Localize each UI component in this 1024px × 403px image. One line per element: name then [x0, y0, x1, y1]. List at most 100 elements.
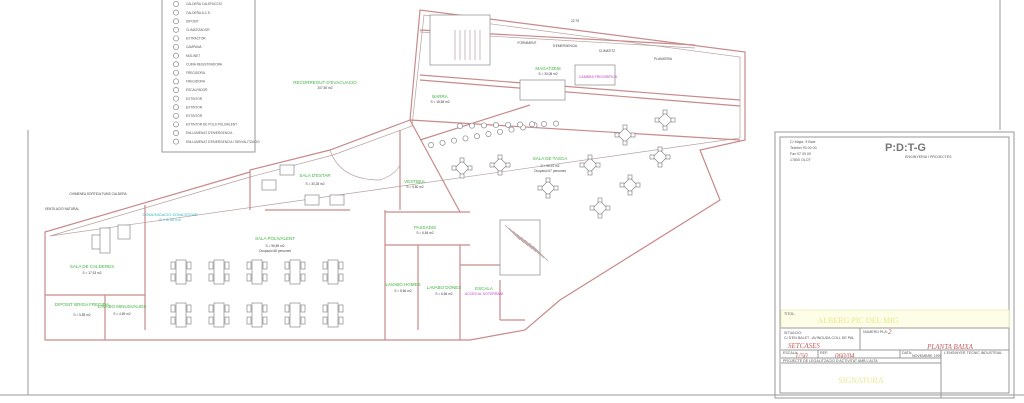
date-label: DATA: [902, 351, 912, 355]
room-area: S = 30,08 m2 [538, 72, 557, 76]
legend-item: CALDERA CALEFACCIO [186, 2, 222, 6]
room-sala-tasca: SALA DE TASCA [533, 156, 568, 161]
legend-item: EXTINTOR [186, 114, 203, 118]
ref-label: REF: [820, 351, 828, 355]
chair [622, 124, 628, 130]
legend-symbol-icon [173, 35, 179, 42]
chair [545, 193, 551, 199]
chair [170, 273, 176, 282]
bar-stool [541, 120, 547, 127]
legend-item: EXTRACTOR [186, 37, 206, 41]
chair [186, 273, 192, 282]
chair [614, 132, 620, 138]
chair [587, 154, 593, 160]
title-label: TITOL: [784, 312, 795, 316]
chair [300, 261, 306, 270]
table [582, 157, 598, 173]
legend-item: CALDERA A.C.S. [186, 11, 211, 15]
legend-symbol-icon [173, 95, 179, 102]
legend-item: EXTINTOR [186, 105, 203, 109]
chair [262, 304, 268, 313]
company-logo: P:D:T-G [885, 142, 926, 154]
bar-stool [474, 133, 480, 140]
bar-stool [481, 122, 487, 129]
chair [208, 304, 214, 313]
chair [662, 109, 668, 115]
chair [459, 173, 465, 179]
chair [497, 154, 503, 160]
stair-step [532, 245, 549, 262]
armchair [304, 194, 320, 206]
legend-symbol-icon [173, 112, 179, 119]
signature: SIGNATURA [838, 376, 884, 385]
chair [489, 162, 495, 168]
location-label: SITUACIO: [784, 331, 802, 335]
chair [246, 273, 252, 282]
chair [186, 304, 192, 313]
chair [246, 316, 252, 325]
town: SETCASES [788, 342, 820, 350]
chair [284, 316, 290, 325]
stair-step [516, 233, 533, 250]
room-lavabo-minusvalids: LAVABO MINUSVALIDS [98, 304, 147, 309]
table [657, 112, 673, 128]
chair [605, 205, 611, 211]
legend-item: FREGIDORA [186, 80, 206, 84]
chair [338, 316, 344, 325]
chair [224, 316, 230, 325]
table [622, 177, 638, 193]
bar-stool [505, 121, 511, 128]
bar-stool [439, 139, 446, 146]
chair [338, 273, 344, 282]
chair [622, 140, 628, 146]
chair [284, 304, 290, 313]
legend-item: CAMPANA [186, 45, 202, 49]
legend-symbol-icon [173, 78, 179, 85]
stair-step [524, 239, 541, 256]
room-passadis: PASSADIS [414, 225, 436, 230]
legend-item: EXTINTOR [186, 97, 203, 101]
armchair [261, 179, 277, 191]
corridor-length: 207,50 m2 [317, 86, 332, 90]
table [251, 302, 263, 328]
stair-step [504, 224, 521, 241]
legend-item: CUINA REGISTRADORA [186, 62, 223, 66]
table [175, 302, 187, 328]
legend-symbol-icon [173, 87, 179, 93]
room-area: S = 17,53 m2 [82, 271, 101, 275]
chair [657, 146, 663, 152]
scale: 1/50 [795, 352, 808, 360]
room-escala: ESCALA [475, 286, 493, 291]
chair [553, 185, 559, 191]
plan-number: 2 [888, 328, 892, 336]
bar-stool [553, 120, 559, 127]
legend-symbol-icon [173, 44, 179, 50]
room-magatzem: MAGATZEM [535, 66, 560, 71]
address-line: 17800 OLOT [790, 158, 812, 162]
wall-note: FORNIMENT [518, 41, 537, 45]
legend-item: ENLLUMENAT D'EMERGENCIA [186, 131, 233, 135]
chair [224, 261, 230, 270]
chair [170, 261, 176, 270]
chair [635, 182, 641, 188]
legend-symbol-icon [173, 26, 179, 33]
chair [597, 197, 603, 203]
bar-stool [451, 137, 457, 144]
wall-note: CLIMATITZ [599, 49, 615, 53]
boiler [117, 224, 131, 240]
room-lavabo-homes: LAVABO HOMES [385, 282, 420, 287]
bar-stool [428, 142, 434, 148]
scale-label: ESCALA: [783, 351, 798, 355]
table [592, 200, 608, 216]
table [327, 259, 339, 285]
chair [186, 316, 192, 325]
ref: 060/04 [835, 352, 855, 360]
zone-area: S = 8,50 m2 [159, 217, 181, 222]
room-diposit: DIPOSIT BRIGA FREGIDA [55, 302, 109, 307]
room-occupancy: Ocupacio 68 persones [259, 249, 291, 253]
chair [589, 205, 595, 211]
chair [627, 174, 633, 180]
room-area: S = 18,58 m2 [430, 100, 449, 104]
